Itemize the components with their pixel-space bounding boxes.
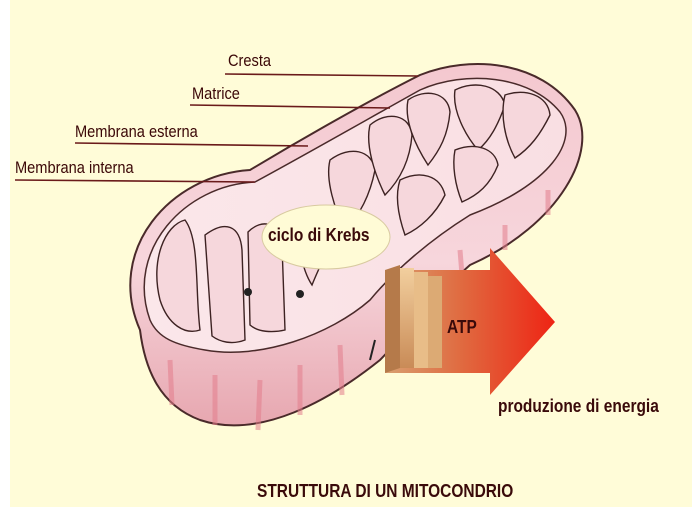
atp-label: ATP — [447, 318, 477, 336]
diagram-caption: STRUTTURA DI UN MITOCONDRIO — [257, 482, 513, 500]
energy-production-label: produzione di energia — [498, 397, 659, 415]
label-cresta: Cresta — [228, 52, 271, 70]
label-matrice: Matrice — [192, 85, 240, 103]
label-membrana-esterna: Membrana esterna — [75, 123, 198, 141]
label-membrana-interna: Membrana interna — [15, 159, 134, 177]
krebs-cycle-label: ciclo di Krebs — [268, 226, 370, 244]
